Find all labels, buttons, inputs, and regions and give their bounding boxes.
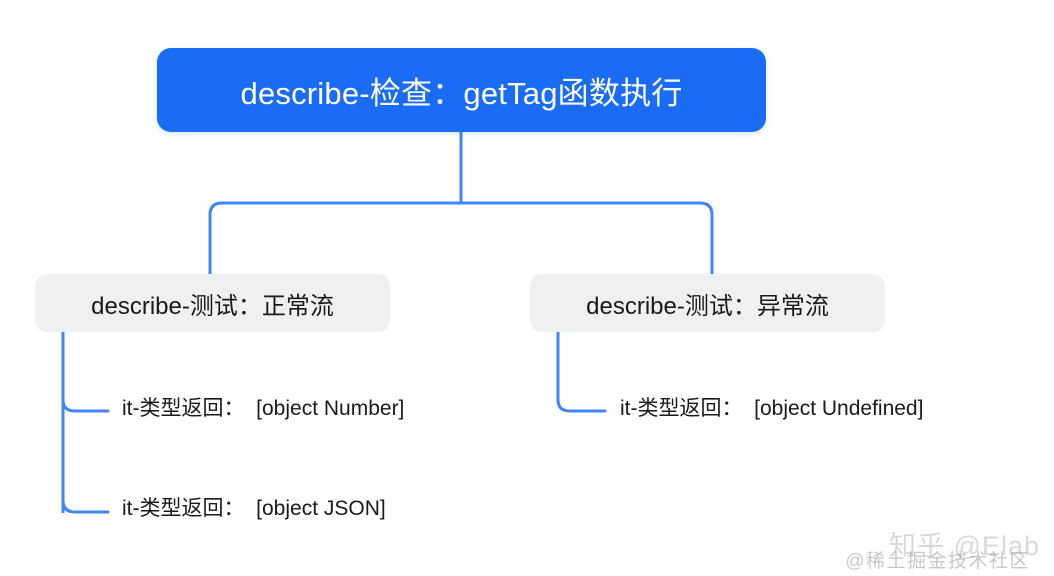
node-branch-abnormal-flow-label: describe-测试：异常流 [586,292,829,320]
connector-left-leaf-1 [61,398,110,413]
watermark-zhihu: 知乎 @Elab [889,531,1040,561]
node-leaf-object-number-label: it-类型返回： [object Number] [122,397,405,420]
node-leaf-object-json[interactable]: it-类型返回： [object JSON] [122,492,386,522]
node-branch-normal-flow-label: describe-测试：正常流 [91,292,334,320]
node-branch-abnormal-flow[interactable]: describe-测试：异常流 [530,274,885,332]
node-leaf-object-undefined-label: it-类型返回： [object Undefined] [620,397,924,420]
connector-left-leaf-2 [61,498,110,514]
node-root-label: describe-检查：getTag函数执行 [240,75,683,111]
node-leaf-object-json-label: it-类型返回： [object JSON] [122,497,386,520]
connector-right-leaf-1 [556,398,607,413]
watermark-juejin: @稀土掘金技术社区 [845,551,1030,572]
node-leaf-object-number[interactable]: it-类型返回： [object Number] [122,392,404,422]
node-leaf-object-undefined[interactable]: it-类型返回： [object Undefined] [620,392,923,422]
connector-root-to-branches [208,201,714,275]
node-branch-normal-flow[interactable]: describe-测试：正常流 [35,274,390,332]
node-root[interactable]: describe-检查：getTag函数执行 [157,48,766,132]
